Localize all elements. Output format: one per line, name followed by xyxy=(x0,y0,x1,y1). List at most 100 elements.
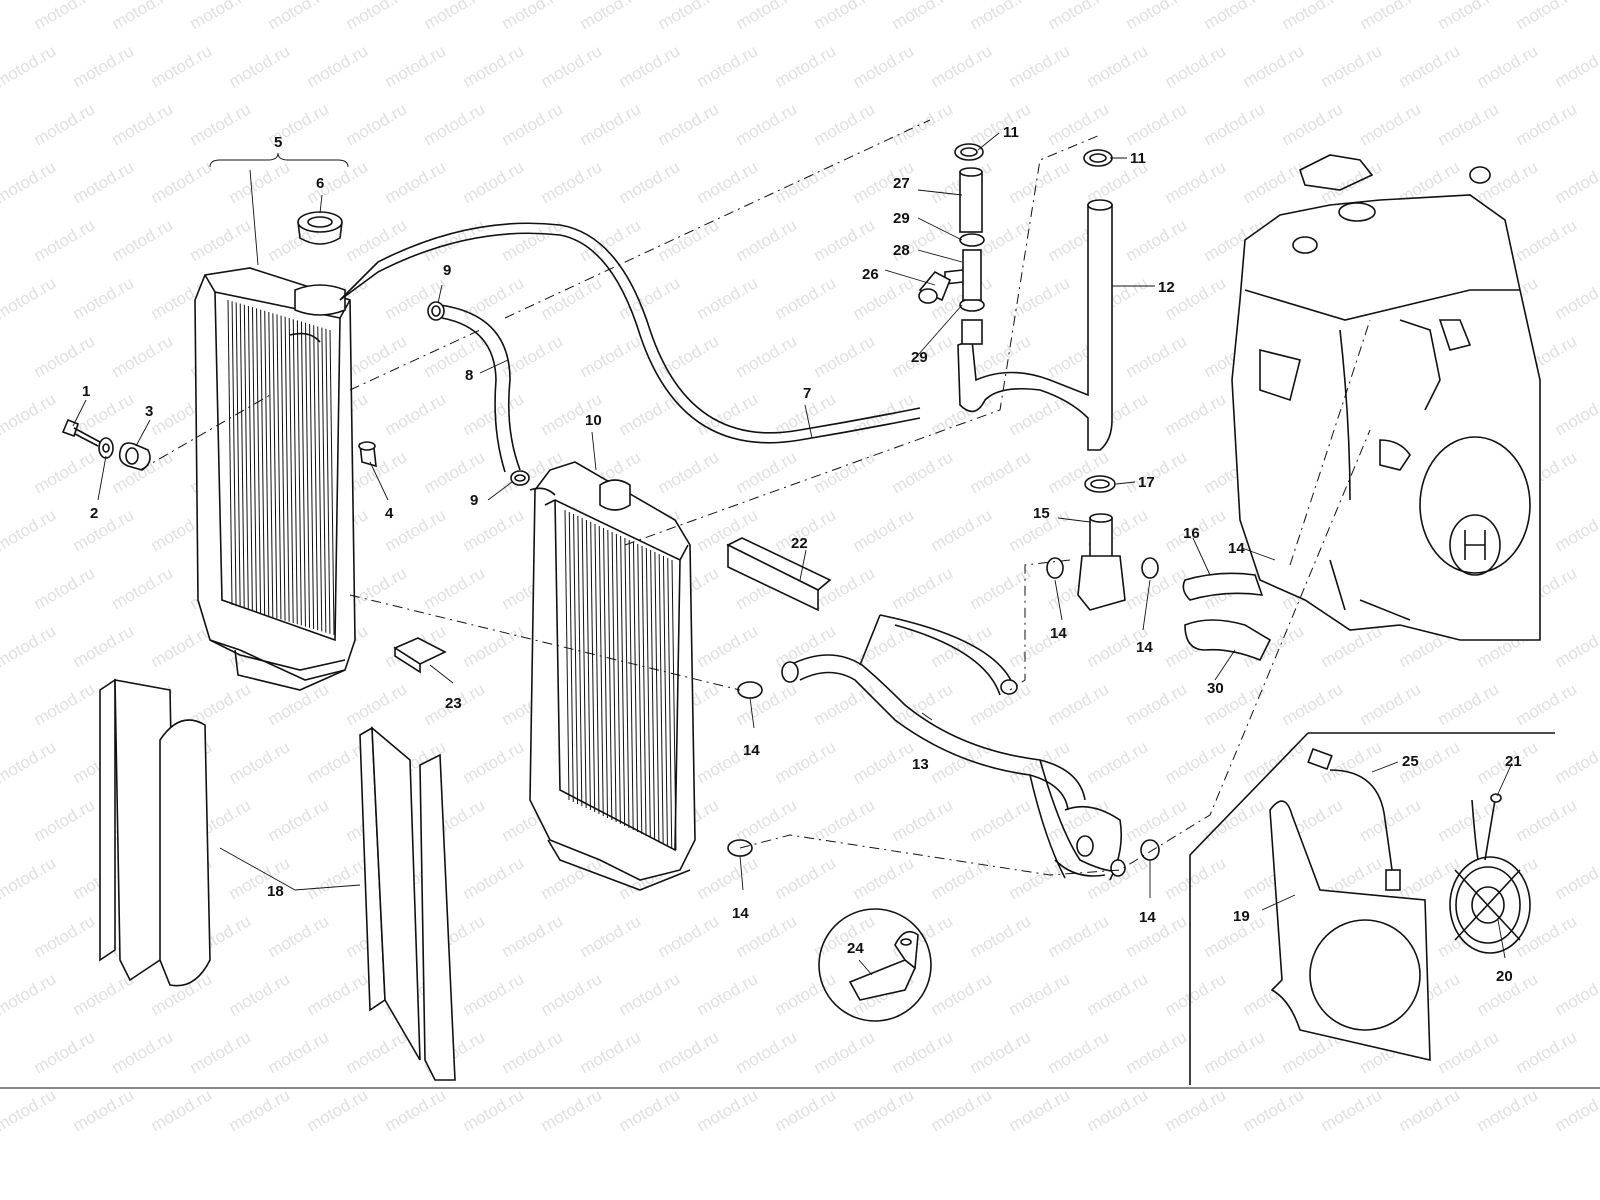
watermark-text: motod.ru xyxy=(1123,911,1191,961)
part-label: 16 xyxy=(1183,525,1200,542)
watermark-text: motod.ru xyxy=(1552,969,1600,1019)
watermark-text: motod.ru xyxy=(265,795,333,845)
watermark-text: motod.ru xyxy=(889,795,957,845)
watermark-text: motod.ru xyxy=(226,969,294,1019)
watermark-text: motod.ru xyxy=(343,99,411,149)
watermark-text: motod.ru xyxy=(1513,1027,1581,1077)
watermark-text: motod.ru xyxy=(967,99,1035,149)
hose-clamp[interactable] xyxy=(1046,557,1064,579)
watermark-text: motod.ru xyxy=(148,621,216,671)
watermark-text: motod.ru xyxy=(1357,99,1425,149)
short-hose[interactable] xyxy=(959,167,983,233)
bracket[interactable] xyxy=(848,959,916,1001)
part-label: 25 xyxy=(1402,753,1419,770)
watermark-text: motod.ru xyxy=(460,157,528,207)
watermark-text: motod.ru xyxy=(577,911,645,961)
watermark-text: motod.ru xyxy=(1552,157,1600,207)
part-label: 14 xyxy=(1139,909,1156,926)
part-label: 19 xyxy=(1233,908,1250,925)
overflow-hose[interactable] xyxy=(377,222,921,434)
watermark-text: motod.ru xyxy=(304,1085,372,1135)
foam-pad[interactable] xyxy=(726,537,832,612)
lower-coolant-hose[interactable] xyxy=(781,614,1126,881)
watermark-text: motod.ru xyxy=(70,1085,138,1135)
washer[interactable] xyxy=(98,437,114,459)
watermark-text: motod.ru xyxy=(31,331,99,381)
hose-clamp[interactable] xyxy=(1140,839,1160,861)
watermark-text: motod.ru xyxy=(694,621,762,671)
foam-pad-small[interactable] xyxy=(393,637,447,674)
watermark-text: motod.ru xyxy=(1552,41,1600,91)
part-labels: 5 6 1 3 2 4 9 8 9 10 7 11 11 27 29 28 26… xyxy=(82,124,1522,985)
hose-clamp[interactable] xyxy=(1084,475,1116,493)
watermark-text: motod.ru xyxy=(0,969,59,1019)
bypass-hose[interactable] xyxy=(1184,619,1272,662)
watermark-text: motod.ru xyxy=(1006,273,1074,323)
watermark-text: motod.ru xyxy=(928,41,996,91)
short-bypass-hose[interactable] xyxy=(1182,572,1264,601)
watermark-text: motod.ru xyxy=(967,795,1035,845)
watermark-text: motod.ru xyxy=(1123,99,1191,149)
watermark-text: motod.ru xyxy=(0,41,59,91)
rubber-grommet[interactable] xyxy=(118,442,151,471)
watermark-text: motod.ru xyxy=(343,1027,411,1077)
watermark-text: motod.ru xyxy=(0,1085,59,1135)
part-label: 4 xyxy=(385,505,394,522)
watermark-text: motod.ru xyxy=(1123,331,1191,381)
watermark-text: motod.ru xyxy=(1045,795,1113,845)
right-radiator[interactable] xyxy=(529,461,696,891)
watermark-text: motod.ru xyxy=(616,1085,684,1135)
t-union[interactable] xyxy=(944,249,982,301)
hose-clamp[interactable] xyxy=(1083,149,1113,167)
watermark-text: motod.ru xyxy=(1318,41,1386,91)
part-label: 10 xyxy=(585,412,602,429)
hose-clamp[interactable] xyxy=(954,143,984,161)
hose-clamp[interactable] xyxy=(1141,557,1159,579)
watermark-text: motod.ru xyxy=(1474,41,1542,91)
left-radiator[interactable] xyxy=(194,267,356,691)
watermark-text: motod.ru xyxy=(1552,621,1600,671)
watermark-text: motod.ru xyxy=(772,157,840,207)
watermark-text: motod.ru xyxy=(109,563,177,613)
watermark-text: motod.ru xyxy=(226,737,294,787)
radiator-connecting-hose[interactable] xyxy=(439,304,521,471)
watermark-text: motod.ru xyxy=(1162,737,1230,787)
watermark-text: motod.ru xyxy=(70,969,138,1019)
watermark-text: motod.ru xyxy=(616,157,684,207)
fan-bracket[interactable] xyxy=(1269,800,1431,1062)
watermark-text: motod.ru xyxy=(499,911,567,961)
watermark-text: motod.ru xyxy=(460,1085,528,1135)
hose-clamp[interactable] xyxy=(959,233,985,247)
thermostat-housing[interactable] xyxy=(1077,513,1126,611)
hose-clamp[interactable] xyxy=(427,301,445,321)
spacer-bushing[interactable] xyxy=(358,441,377,468)
hose-clamp[interactable] xyxy=(510,470,530,486)
watermark-text: motod.ru xyxy=(811,331,879,381)
watermark-text: motod.ru xyxy=(1513,215,1581,265)
cooling-fan[interactable] xyxy=(1449,856,1531,954)
fan-screw[interactable] xyxy=(1484,793,1502,861)
watermark-text: motod.ru xyxy=(1396,1085,1464,1135)
left-radiator-core xyxy=(227,299,335,636)
temperature-sensor[interactable] xyxy=(918,270,952,304)
watermark-text: motod.ru xyxy=(1201,99,1269,149)
radiator-louvre-right[interactable] xyxy=(359,726,456,1081)
watermark-text: motod.ru xyxy=(382,389,450,439)
part-label: 14 xyxy=(732,905,749,922)
part-label: 9 xyxy=(470,492,478,509)
radiator-spigot xyxy=(529,487,556,496)
watermark-text: motod.ru xyxy=(538,157,606,207)
watermark-text: motod.ru xyxy=(577,1027,645,1077)
watermark-text: motod.ru xyxy=(460,41,528,91)
radiator-cap[interactable] xyxy=(297,211,343,245)
upper-coolant-hose[interactable] xyxy=(957,199,1113,451)
watermark-text: motod.ru xyxy=(0,389,59,439)
radiator-louvre-left[interactable] xyxy=(99,678,211,987)
watermark-text: motod.ru xyxy=(1552,389,1600,439)
fan-wiring-connector[interactable] xyxy=(1307,747,1479,891)
watermark-text: motod.ru xyxy=(967,911,1035,961)
hose-clamp[interactable] xyxy=(737,681,763,699)
watermark-text: motod.ru xyxy=(31,563,99,613)
watermark-text: motod.ru xyxy=(499,1027,567,1077)
